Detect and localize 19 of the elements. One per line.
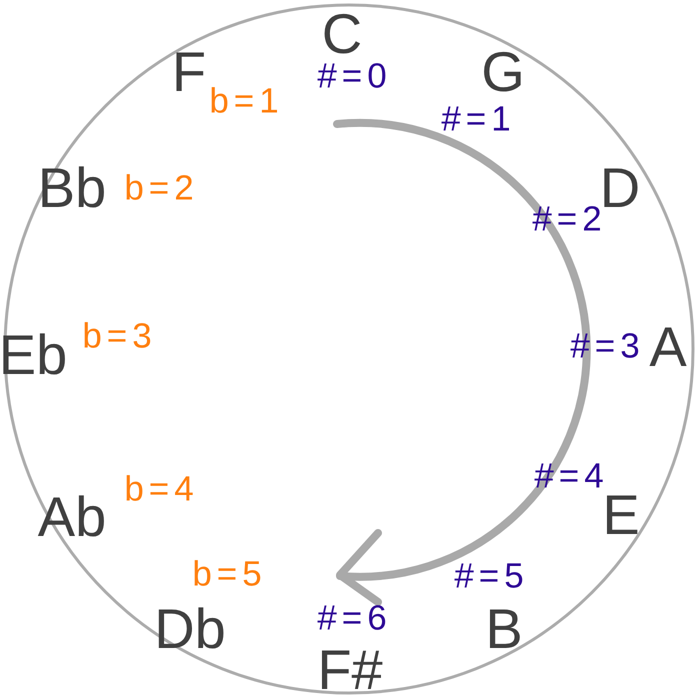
sharp-count: #=1 [440, 102, 516, 136]
sharp-count: #=6 [316, 600, 392, 636]
note-name: D [600, 160, 640, 216]
note-name: F# [317, 642, 383, 698]
flat-count: b=5 [191, 556, 267, 592]
note-name: Eb [0, 327, 68, 383]
note-name: Db [154, 601, 226, 657]
sharp-count: #=3 [569, 328, 645, 364]
note-name: A [649, 319, 687, 375]
note-name: Ab [38, 489, 106, 545]
note-name: Bb [38, 160, 106, 216]
sharp-count: #=5 [453, 558, 529, 594]
note-name: F [172, 44, 206, 100]
flat-count: b=2 [123, 170, 199, 206]
note-name: B [485, 601, 523, 657]
note-name: G [481, 44, 525, 100]
flat-count: b=3 [81, 318, 157, 354]
flat-count: b=1 [208, 84, 284, 118]
flat-count: b=4 [123, 472, 199, 506]
